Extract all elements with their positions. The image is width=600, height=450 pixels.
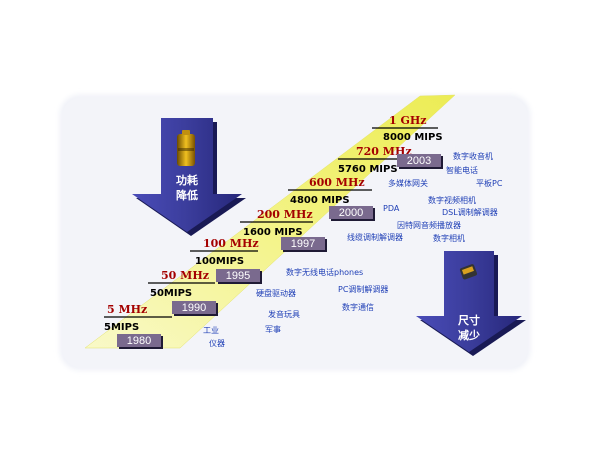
power-label-line2: 降低 xyxy=(176,188,198,202)
freq-label: 600 MHz xyxy=(309,176,365,189)
power-reduction-arrow: 功耗 降低 xyxy=(132,118,246,236)
application-label: DSL调制解调器 xyxy=(442,207,498,217)
application-label: 仪器 xyxy=(209,339,225,348)
application-label: 数字无线电话phones xyxy=(286,267,363,277)
application-label: 硬盘驱动器 xyxy=(256,288,296,298)
freq-label: 1 GHz xyxy=(389,114,427,127)
application-label: 军事 xyxy=(265,324,281,334)
year-box-1980: 1980 xyxy=(117,334,163,349)
mips-label: 5MIPS xyxy=(104,322,139,333)
power-label-line1: 功耗 xyxy=(176,173,198,187)
freq-label: 100 MHz xyxy=(203,237,259,250)
size-label-line2: 减少 xyxy=(458,328,480,342)
mips-label: 100MIPS xyxy=(195,256,244,267)
application-label: 因特网音频播放器 xyxy=(397,220,461,230)
year-box-1997: 1997 xyxy=(281,237,327,252)
freq-label: 5 MHz xyxy=(107,303,147,316)
year-box-1995: 1995 xyxy=(216,269,262,284)
size-reduction-arrow: 尺寸 减少 xyxy=(416,251,526,356)
mips-label: 5760 MIPS xyxy=(338,164,398,175)
year-box-2003: 2003 xyxy=(397,154,443,169)
size-label-line1: 尺寸 xyxy=(458,313,480,327)
application-label: 数字视频相机 xyxy=(428,195,476,205)
mips-label: 50MIPS xyxy=(150,288,192,299)
freq-label: 50 MHz xyxy=(161,269,209,282)
application-label: 数字通信 xyxy=(342,302,374,312)
application-label: 多媒体网关 xyxy=(388,178,428,188)
year-box-1990: 1990 xyxy=(172,301,218,316)
mips-label: 4800 MIPS xyxy=(290,195,350,206)
year-label: 1980 xyxy=(127,335,151,347)
year-label: 1995 xyxy=(226,270,250,282)
application-label: PC调制解调器 xyxy=(338,284,388,294)
year-label: 2003 xyxy=(407,155,431,167)
year-box-2000: 2000 xyxy=(329,206,375,221)
year-label: 1997 xyxy=(291,238,315,250)
application-label: PDA xyxy=(383,204,400,213)
application-label: 智能电话 xyxy=(446,165,478,175)
freq-label: 200 MHz xyxy=(257,208,313,221)
application-label: 数字相机 xyxy=(433,233,465,243)
mips-label: 8000 MIPS xyxy=(383,132,443,143)
chip-icon xyxy=(459,264,478,280)
application-label: 工业 xyxy=(203,325,219,335)
battery-icon xyxy=(177,130,195,166)
year-label: 1990 xyxy=(182,302,206,314)
mips-label: 1600 MIPS xyxy=(243,227,303,238)
application-label: 发音玩具 xyxy=(268,309,300,319)
application-label: 数字收音机 xyxy=(453,151,493,161)
step-lines xyxy=(104,127,438,318)
application-label: 线缆调制解调器 xyxy=(347,232,403,242)
year-label: 2000 xyxy=(339,207,363,219)
application-label: 平板PC xyxy=(476,178,503,188)
